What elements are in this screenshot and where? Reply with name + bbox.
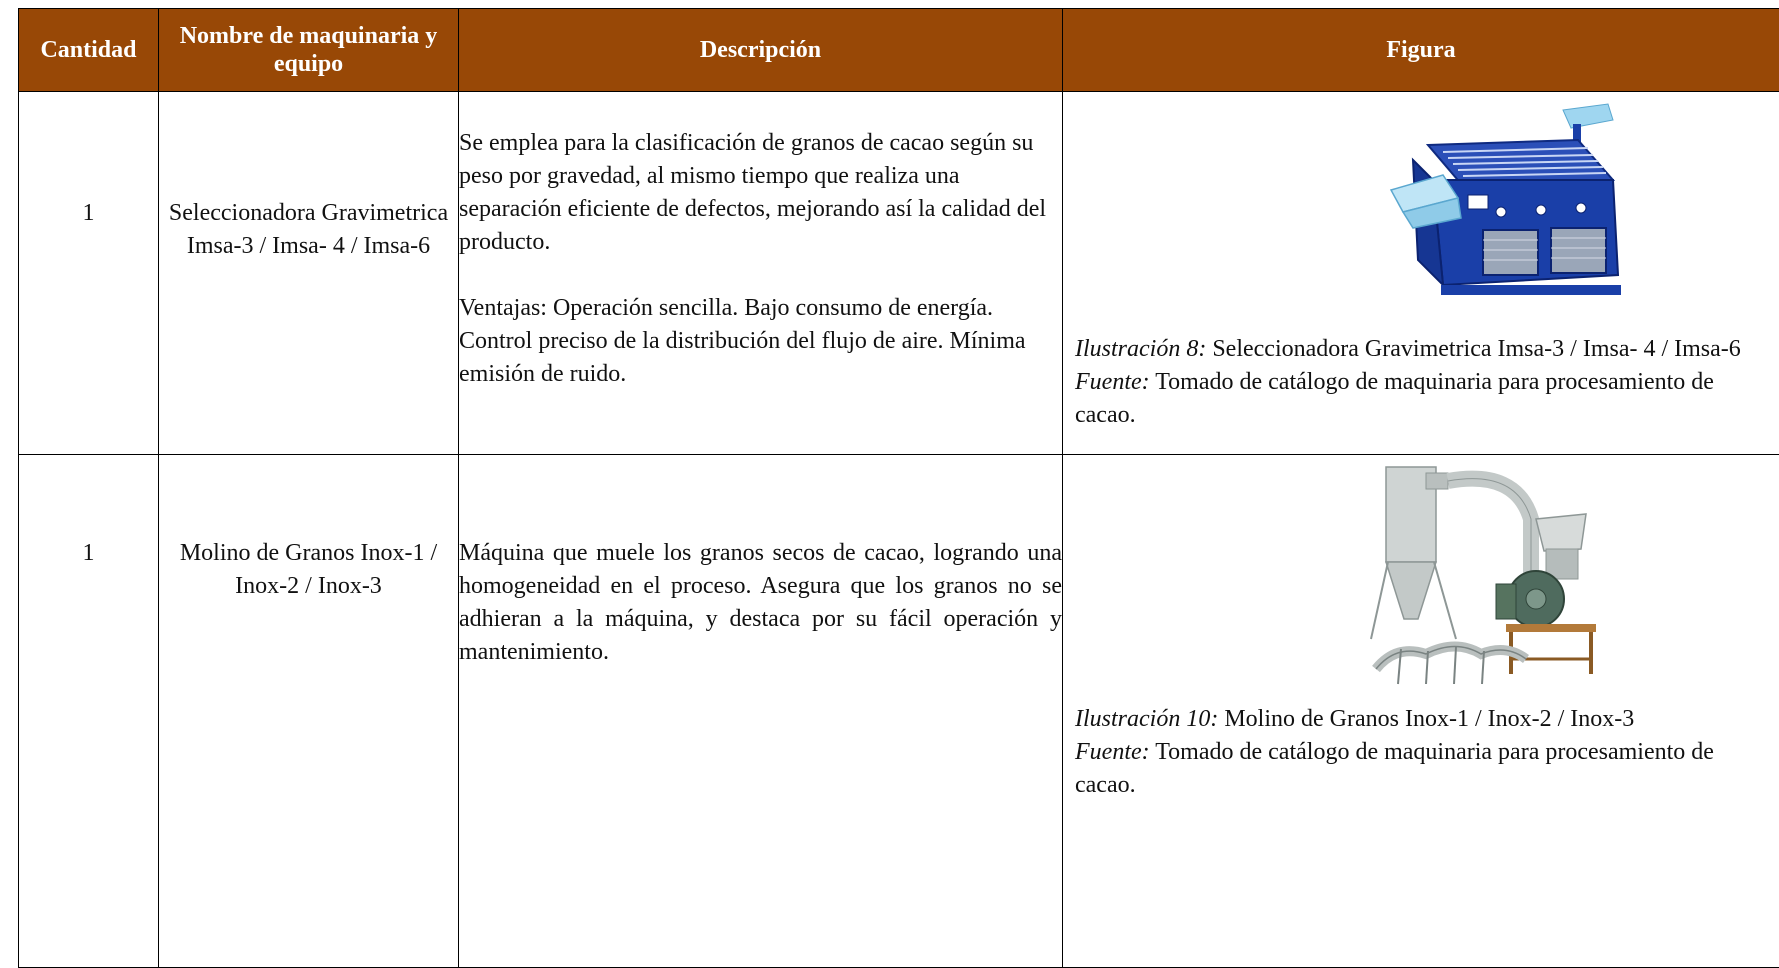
- quantity-value: 1: [19, 197, 158, 230]
- source-label: Fuente:: [1075, 739, 1150, 765]
- description-text: Máquina que muele los granos secos de ca…: [459, 537, 1062, 669]
- header-figure: Figura: [1063, 9, 1779, 92]
- machine-name: Molino de Granos Inox-1 / Inox-2 / Inox-…: [159, 537, 458, 603]
- header-quantity: Cantidad: [19, 9, 159, 92]
- quantity-cell: 1: [19, 455, 159, 968]
- description-text: Se emplea para la clasificación de grano…: [459, 127, 1062, 259]
- caption-label: Ilustración 8:: [1075, 336, 1206, 362]
- quantity-cell: 1: [19, 92, 159, 455]
- table-row: 1 Molino de Granos Inox-1 / Inox-2 / Ino…: [19, 455, 1779, 968]
- source-label: Fuente:: [1075, 369, 1150, 395]
- header-description: Descripción: [459, 9, 1063, 92]
- figure-cell: Ilustración 8: Seleccionadora Gravimetri…: [1063, 92, 1779, 455]
- caption-text: Seleccionadora Gravimetrica Imsa-3 / Ims…: [1206, 336, 1740, 362]
- gravity-separator-image: [1373, 100, 1633, 315]
- description-cell: Se emplea para la clasificación de grano…: [459, 92, 1063, 455]
- grain-mill-image: [1366, 459, 1616, 699]
- table-row: 1 Seleccionadora Gravimetrica Imsa-3 / I…: [19, 92, 1779, 455]
- figure-cell: Ilustración 10: Molino de Granos Inox-1 …: [1063, 455, 1779, 968]
- machine-name: Seleccionadora Gravimetrica Imsa-3 / Ims…: [159, 197, 458, 263]
- caption-text: Molino de Granos Inox-1 / Inox-2 / Inox-…: [1218, 706, 1634, 732]
- advantages-text: Ventajas: Operación sencilla. Bajo consu…: [459, 292, 1062, 391]
- quantity-value: 1: [19, 537, 158, 570]
- figure-caption: Ilustración 8: Seleccionadora Gravimetri…: [1063, 333, 1779, 432]
- source-text: Tomado de catálogo de maquinaria para pr…: [1075, 739, 1714, 798]
- figure-caption: Ilustración 10: Molino de Granos Inox-1 …: [1063, 703, 1779, 802]
- header-name: Nombre de maquinaria y equipo: [159, 9, 459, 92]
- name-cell: Seleccionadora Gravimetrica Imsa-3 / Ims…: [159, 92, 459, 455]
- machinery-table: Cantidad Nombre de maquinaria y equipo D…: [18, 8, 1779, 968]
- description-cell: Máquina que muele los granos secos de ca…: [459, 455, 1063, 968]
- name-cell: Molino de Granos Inox-1 / Inox-2 / Inox-…: [159, 455, 459, 968]
- source-text: Tomado de catálogo de maquinaria para pr…: [1075, 369, 1714, 428]
- caption-label: Ilustración 10:: [1075, 706, 1218, 732]
- table-header-row: Cantidad Nombre de maquinaria y equipo D…: [19, 9, 1779, 92]
